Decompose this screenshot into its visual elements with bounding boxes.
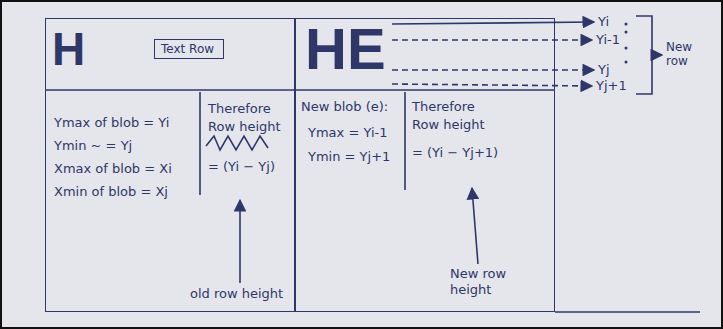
coordinate-label: Yi-1 [596,32,620,48]
note-label: old row height [190,286,283,302]
divider-line [555,311,700,313]
leader-line [392,69,594,71]
dot [625,47,628,50]
divider-line [404,92,406,190]
bracket [636,16,652,94]
node-text: Row height [208,119,281,135]
coordinate-label: Yj [598,62,610,78]
dot [625,31,628,34]
letter-sample: H [52,22,85,77]
node-text: Ymax = Yi-1 [308,125,387,141]
node-text: Ymax of blob = Yi [54,115,169,131]
note-label: New row [666,40,706,68]
node-text: Ymin ~ = Yj [54,138,132,154]
leader-line [392,39,592,41]
divider-line [45,89,555,91]
letter-sample: HE [305,14,386,84]
note-label: New row height [450,266,514,298]
coordinate-label: Yi [598,14,609,30]
coordinate-label: Yj+1 [596,78,627,94]
node-text: Xmin of blob = Xj [54,184,168,200]
node-text: New blob (e): [301,99,388,115]
node-text: Therefore [412,99,475,115]
node-text: Text Row [161,42,217,56]
node-text: Therefore [208,101,271,117]
leader-line [392,22,594,24]
node-text: Xmax of blob = Xi [54,161,172,177]
node-text: Row height [412,117,485,133]
node-text: = (Yi − Yj) [208,159,275,175]
leader-line [239,200,241,283]
dot [625,23,628,26]
dot [625,61,628,64]
leader-line [392,84,592,86]
divider-line [199,92,201,195]
leader-line [472,188,478,264]
node-text: = (Yi − Yj+1) [412,145,498,161]
leader-line [652,54,662,56]
node-text: Ymin = Yj+1 [308,149,390,165]
text-row-box: Text Row [154,39,224,59]
scribble [206,136,268,150]
